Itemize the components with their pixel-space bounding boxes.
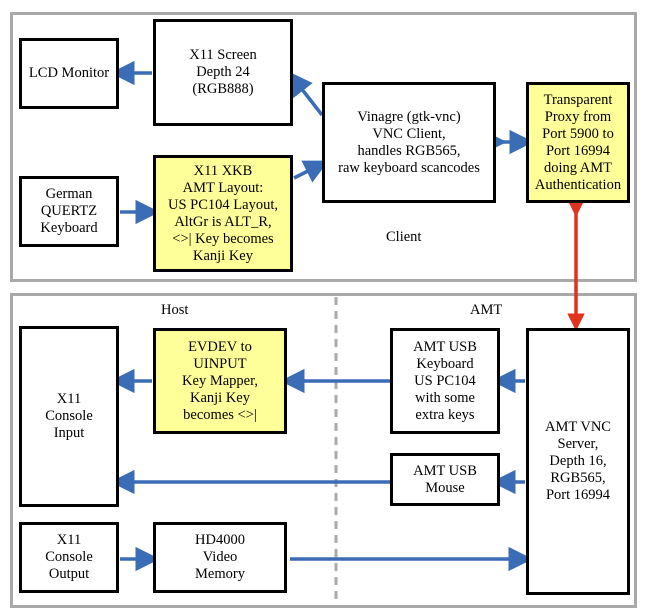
x11-console-output-box: X11 Console Output [19, 522, 119, 593]
host-label: Host [161, 302, 189, 318]
x11-xkb-box: X11 XKB AMT Layout: US PC104 Layout, Alt… [153, 155, 293, 272]
lcd-monitor-box: LCD Monitor [19, 38, 119, 109]
amt-label: AMT [470, 302, 503, 318]
arrow-vinagre-to-screen [287, 71, 324, 117]
client-label: Client [386, 229, 422, 245]
amt-usb-mouse-box: AMT USB Mouse [390, 453, 500, 506]
arrow-xkb-to-vinagre [293, 160, 329, 183]
german-keyboard-box: German QUERTZ Keyboard [19, 176, 119, 247]
x11-screen-box: X11 Screen Depth 24 (RGB888) [153, 19, 293, 126]
evdev-box: EVDEV to UINPUT Key Mapper, Kanji Key be… [153, 328, 287, 434]
amt-usb-keyboard-box: AMT USB Keyboard US PC104 with some extr… [390, 328, 500, 434]
x11-console-input-box: X11 Console Input [19, 326, 119, 507]
hd4000-box: HD4000 Video Memory [153, 522, 287, 593]
proxy-box: Transparent Proxy from Port 5900 to Port… [526, 82, 630, 203]
vinagre-box: Vinagre (gtk-vnc) VNC Client, handles RG… [322, 82, 496, 203]
amt-vnc-server-box: AMT VNC Server, Depth 16, RGB565, Port 1… [526, 328, 630, 595]
